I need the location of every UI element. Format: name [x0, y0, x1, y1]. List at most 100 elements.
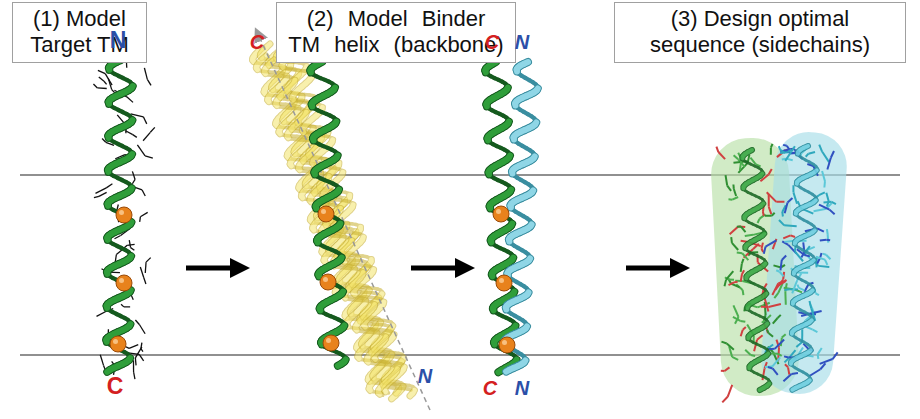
- helix-part: [287, 156, 288, 158]
- helix-part: [143, 117, 146, 124]
- helix-part: [276, 104, 277, 106]
- helix-part: [287, 136, 288, 138]
- helix-part: [129, 240, 130, 248]
- helix-part: [144, 68, 147, 79]
- helix-part: [144, 278, 146, 284]
- helix-part: [139, 354, 143, 361]
- helix-part: [146, 258, 151, 263]
- helix-part: [253, 60, 254, 62]
- helix-part: [358, 357, 359, 359]
- helix-part: [313, 228, 314, 230]
- helix-part: [354, 293, 355, 295]
- helix-part: [377, 391, 382, 395]
- helix-part: [116, 250, 122, 255]
- helix-part: [143, 132, 150, 140]
- helix-part: [268, 100, 269, 102]
- helix-part: [108, 78, 111, 89]
- helix-part: [298, 166, 303, 170]
- helix-part: [364, 325, 365, 327]
- helix-part: [287, 156, 288, 158]
- helix-part: [307, 104, 312, 106]
- helix-part: [358, 357, 359, 359]
- helix-part: [256, 68, 257, 70]
- helix-part: [93, 84, 97, 88]
- helix-part: [106, 184, 112, 188]
- helix-part: [313, 228, 314, 230]
- helix-part: [299, 188, 300, 190]
- helix-part: [364, 325, 365, 327]
- helix-part: [264, 72, 265, 74]
- helix-part: [410, 393, 413, 396]
- helix-part: [140, 212, 147, 216]
- helix-part: [131, 248, 135, 251]
- helix-part: [310, 220, 311, 222]
- helix-part: [322, 252, 323, 254]
- helix-part: [392, 395, 396, 398]
- helix-ribbon: [256, 56, 388, 393]
- helix-part: [345, 316, 346, 318]
- helix-part: [137, 145, 145, 156]
- helix-part: [141, 349, 143, 352]
- helix-part: [100, 355, 103, 366]
- helix-part: [134, 372, 135, 379]
- helix-ribbon: [276, 46, 414, 396]
- helix-part: [124, 306, 130, 307]
- helix-part: [299, 188, 300, 190]
- helix-part: [282, 66, 283, 68]
- helix-part: [356, 328, 357, 330]
- helix-part: [132, 179, 135, 183]
- helix-part: [132, 171, 135, 179]
- helix-part: [276, 104, 277, 106]
- surface: [709, 130, 849, 398]
- helix-part: [133, 360, 134, 372]
- helix-part: [310, 200, 311, 202]
- helix-part: [264, 72, 265, 74]
- helix-ribbon: [282, 54, 404, 393]
- helix-part: [378, 393, 379, 395]
- helix-part: [355, 326, 360, 330]
- helix-part: [108, 272, 120, 274]
- helix-part: [354, 293, 355, 295]
- helix-part: [345, 316, 346, 318]
- helix-part: [313, 163, 314, 165]
- helix-part: [369, 389, 370, 391]
- helix-part: [97, 87, 106, 89]
- helix-part: [290, 164, 291, 166]
- helix-part: [384, 390, 385, 392]
- helix-part: [374, 358, 375, 360]
- helix-part: [313, 163, 314, 165]
- helix-ribbon: [253, 48, 399, 393]
- helix-part: [281, 66, 286, 70]
- helix-part: [310, 162, 315, 166]
- helix-part: [374, 358, 375, 360]
- helix-part: [310, 200, 311, 202]
- helix-part: [344, 296, 345, 298]
- helix-part: [292, 98, 293, 100]
- helix-part: [142, 190, 145, 196]
- helix-part: [290, 164, 291, 166]
- helix-part: [268, 100, 269, 102]
- helix-part: [302, 196, 303, 198]
- step-arrows: [186, 258, 690, 278]
- helix-ribbon: [264, 60, 397, 395]
- helix-part: [129, 345, 138, 349]
- helix-part: [140, 343, 142, 349]
- helix-part: [99, 77, 104, 81]
- helix-part: [324, 260, 325, 262]
- helix-part: [299, 168, 300, 170]
- helix-ensemble: [253, 44, 415, 399]
- helix-part: [121, 304, 124, 307]
- helix-part: [282, 66, 283, 68]
- helix-part: [135, 358, 137, 366]
- helix-part: [279, 132, 280, 134]
- helix-part: [147, 79, 151, 85]
- helix-part: [135, 320, 139, 325]
- helix-part: [392, 395, 396, 398]
- helix-part: [253, 60, 254, 62]
- helix-part: [312, 104, 315, 107]
- helix-part: [282, 66, 283, 68]
- helix-part: [366, 358, 371, 362]
- helix-part: [264, 92, 265, 94]
- helix-part: [95, 188, 106, 194]
- helix-part: [369, 389, 370, 391]
